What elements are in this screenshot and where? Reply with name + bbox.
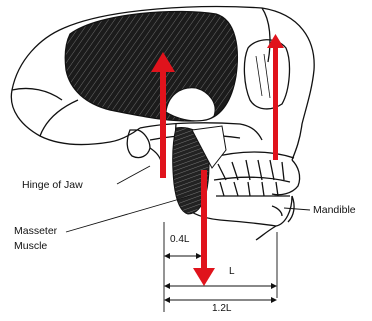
- masseter-muscle-label: Masseter Muscle: [14, 225, 57, 252]
- dimension-l-label: L: [229, 266, 235, 277]
- hinge-of-jaw-label: Hinge of Jaw: [22, 179, 83, 191]
- bite-force-arrow: [273, 44, 278, 160]
- masseter-force-arrowhead: [193, 268, 215, 286]
- temporalis-force-arrow: [160, 68, 166, 178]
- masseter-label-line2: Muscle: [14, 240, 57, 252]
- dimension-arrowheads: [164, 253, 277, 303]
- dimension-0-4l-label: 0.4L: [170, 234, 189, 245]
- mandible-label: Mandible: [313, 204, 356, 216]
- masseter-force-arrow: [201, 170, 207, 270]
- masseter-label-line1: Masseter: [14, 225, 57, 237]
- dimension-1-2l-label: 1.2L: [212, 303, 231, 314]
